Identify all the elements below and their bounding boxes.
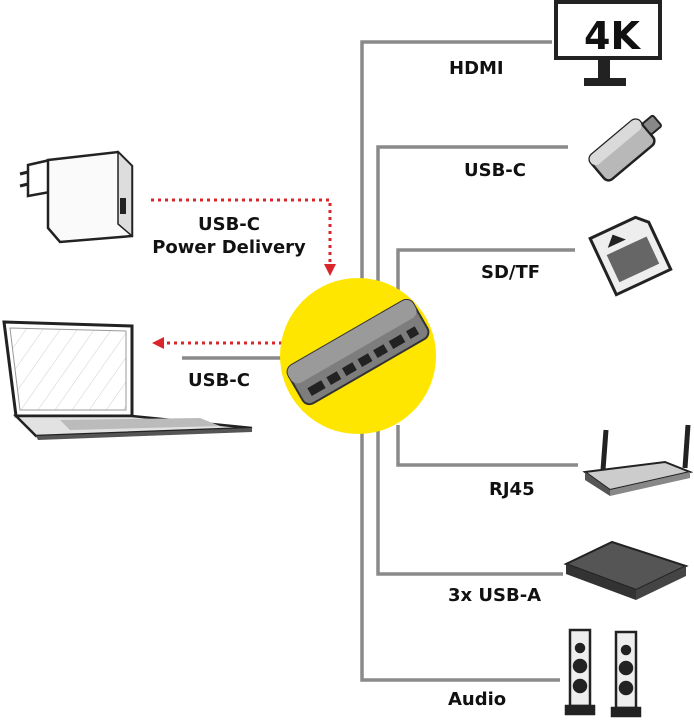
router-icon	[582, 424, 694, 496]
label-usbc-out: USB-C	[464, 160, 526, 181]
external-drive-icon	[563, 540, 689, 600]
label-pd-line2: Power Delivery	[152, 237, 306, 258]
label-audio: Audio	[448, 689, 507, 710]
line-usba	[376, 420, 563, 576]
usb-adapter-icon	[588, 114, 662, 182]
line-rj45	[396, 425, 578, 467]
hub-adapter	[280, 278, 436, 434]
laptop-icon	[2, 320, 253, 440]
line-sdtf	[396, 248, 575, 290]
monitor-4k-icon	[554, 0, 662, 86]
label-pd-line1: USB-C	[198, 214, 260, 235]
label-usba: 3x USB-A	[448, 585, 542, 606]
monitor-4k-badge: 4K	[584, 14, 640, 58]
label-rj45: RJ45	[489, 479, 535, 500]
branch-lines	[182, 40, 578, 682]
power-arrows	[151, 198, 336, 349]
label-sdtf: SD/TF	[481, 262, 541, 283]
label-hdmi: HDMI	[449, 58, 504, 79]
arrow-power-delivery	[151, 198, 336, 276]
sd-card-icon	[588, 215, 673, 297]
power-adapter-icon	[19, 150, 134, 244]
line-audio	[360, 410, 560, 682]
speakers-icon	[564, 628, 642, 718]
label-usbc-host: USB-C	[188, 370, 250, 391]
line-hdmi	[360, 40, 552, 322]
line-usbc-out	[376, 145, 568, 300]
